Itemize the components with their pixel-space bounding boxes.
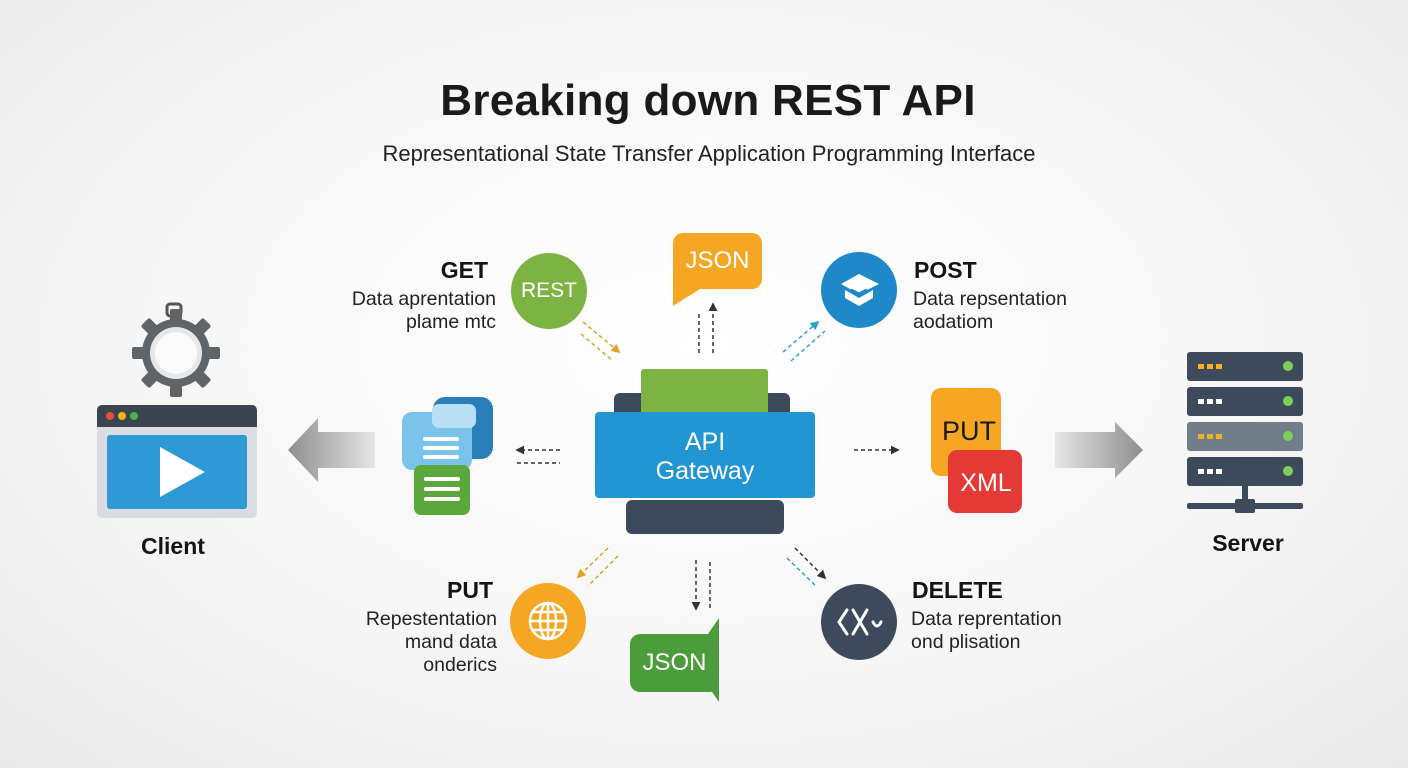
get-description-line: Data aprentation xyxy=(351,288,496,310)
put-description-line: Repestentation xyxy=(365,608,497,630)
server-rack-icon xyxy=(1187,352,1303,513)
put-description-line: mand data xyxy=(404,631,497,653)
code-icon xyxy=(821,584,897,660)
json-top-label: JSON xyxy=(685,247,750,274)
globe-icon-glyph xyxy=(528,601,568,641)
post-description-line: Data repsentation xyxy=(913,288,1067,310)
api-gateway-device xyxy=(595,369,815,534)
chat-icon xyxy=(821,252,897,328)
api-gateway-line: API xyxy=(684,428,726,456)
api-gateway-label: API Gateway xyxy=(595,428,815,486)
rest-badge-label: REST xyxy=(520,279,577,302)
delete-method-label: DELETE xyxy=(912,577,1003,603)
put-method-label: PUT xyxy=(447,577,493,603)
json-bottom-label: JSON xyxy=(642,649,707,676)
play-icon xyxy=(160,447,205,497)
arrow-right-icon xyxy=(1055,422,1143,478)
put-description: Repestentation mand data onderics xyxy=(300,608,497,677)
get-method-label: GET xyxy=(440,257,488,283)
post-description-line: aodatiom xyxy=(913,311,994,333)
delete-description: Data reprentation ond plisation xyxy=(911,608,1111,654)
client-label: Client xyxy=(141,533,205,559)
put-xml-cards xyxy=(931,388,1022,513)
get-description: Data aprentation plame mtc xyxy=(300,288,496,334)
delete-description-line: ond plisation xyxy=(911,631,1021,653)
post-method-label: POST xyxy=(914,257,977,283)
browser-window-icon xyxy=(97,405,257,518)
globe-icon xyxy=(510,583,586,659)
server-label: Server xyxy=(1212,530,1284,556)
put-card-label: PUT xyxy=(942,416,996,446)
post-description: Data repsentation aodatiom xyxy=(913,288,1113,334)
json-bubble-top xyxy=(673,233,762,306)
api-gateway-line: Gateway xyxy=(655,457,755,485)
chat-icon-glyph xyxy=(841,274,879,306)
xml-card-label: XML xyxy=(960,469,1012,497)
page-title: Breaking down REST API xyxy=(440,76,976,125)
get-description-line: plame mtc xyxy=(406,311,496,333)
page-subtitle: Representational State Transfer Applicat… xyxy=(382,141,1036,166)
gear-icon xyxy=(132,302,220,397)
put-description-line: onderics xyxy=(423,654,497,676)
rest-badge: REST xyxy=(511,253,587,329)
code-icon-glyph xyxy=(837,608,883,636)
arrow-left-icon xyxy=(288,418,375,482)
document-stack-icon xyxy=(402,397,493,515)
json-bubble-bottom xyxy=(630,618,719,702)
delete-description-line: Data reprentation xyxy=(911,608,1062,630)
